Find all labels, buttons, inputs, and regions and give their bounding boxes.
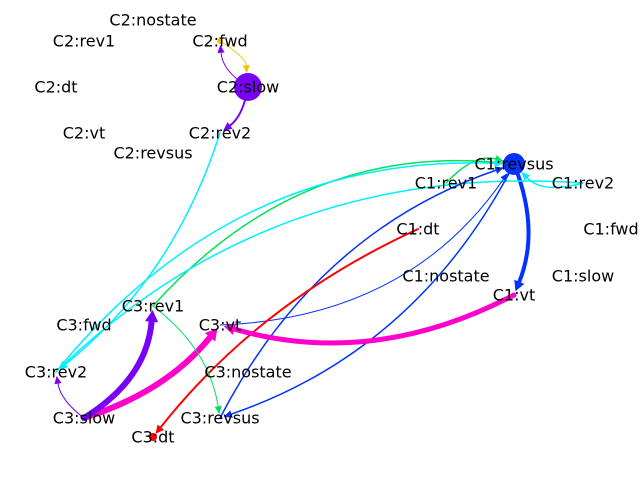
edge-arrowhead [223, 122, 233, 131]
node-label-c2-revsus: C2:revsus [113, 144, 192, 163]
edge-arrowhead [204, 328, 218, 342]
edge-line [64, 180, 584, 365]
edge-arrowhead [58, 360, 68, 370]
node-marker-c1-revsus [503, 153, 525, 175]
edge-line [512, 162, 531, 284]
edge-line [219, 169, 497, 419]
edge-line [64, 132, 221, 366]
edge-line [219, 178, 504, 326]
node-label-c1-rev2: C1:rev2 [552, 174, 614, 193]
edge-line [57, 383, 85, 419]
node-label-c1-dt: C1:dt [396, 220, 439, 239]
edge-c1-vt-to-c3-vt [223, 292, 517, 346]
node-label-c2-rev2: C2:rev2 [189, 124, 251, 143]
node-label-c2-dt: C2:dt [34, 78, 77, 97]
node-label-c2-slow: C2:slow [217, 78, 279, 97]
node-label-c2-rev1: C2:rev1 [53, 32, 115, 51]
edge-c2-fwd-to-c2-slow [219, 40, 250, 74]
edge-c1-dt-to-c3-dt [155, 228, 419, 434]
edge-c3-rev2-to-c1-revsus [55, 159, 504, 373]
edge-c1-revsus-to-c3-revsus [223, 163, 515, 418]
node-label-c3-rev1: C3:rev1 [122, 297, 184, 316]
edge-arrowhead [223, 323, 237, 335]
edge-line [230, 163, 515, 415]
edge-line [55, 162, 496, 373]
edge-line [152, 305, 219, 407]
edge-arrowhead [494, 159, 504, 168]
node-label-c1-slow: C1:slow [552, 267, 614, 286]
edge-c3-slow-to-c3-rev1 [81, 309, 159, 421]
edge-arrowhead [145, 309, 159, 323]
edge-c3-revsus-to-c1-revsus [219, 166, 504, 419]
edge-layer [54, 40, 584, 434]
edge-c3-slow-to-c3-rev2 [54, 375, 85, 419]
edge-c1-revsus-to-c1-vt [512, 162, 531, 292]
node-label-c2-fwd: C2:fwd [192, 32, 247, 51]
edge-line [81, 334, 214, 421]
node-label-c3-dt: C3:dt [131, 428, 174, 447]
node-marker-c3-dt [149, 433, 157, 441]
edge-arrowhead [521, 171, 531, 181]
edge-arrowhead [54, 375, 62, 385]
node-label-c3-slow: C3:slow [53, 409, 115, 428]
edge-c3-slow-to-c3-vt [81, 328, 218, 421]
edge-c1-rev2-to-c3-rev2 [58, 180, 584, 370]
node-label-c3-nostate: C3:nostate [204, 363, 291, 382]
edge-arrowhead [223, 410, 233, 418]
edge-line [219, 40, 247, 66]
edge-line [159, 228, 419, 429]
node-label-c1-nostate: C1:nostate [402, 267, 489, 286]
edge-line [81, 318, 155, 421]
edge-arrowhead [214, 405, 222, 415]
node-label-c2-nostate: C2:nostate [109, 11, 196, 30]
node-label-c3-revsus: C3:revsus [180, 409, 259, 428]
node-marker-c2-slow [234, 73, 262, 101]
edge-line [152, 159, 496, 307]
node-label-c2-vt: C2:vt [63, 124, 105, 143]
node-layer [149, 38, 525, 441]
edge-arrowhead [242, 64, 250, 74]
node-label-c1-vt: C1:vt [493, 286, 535, 305]
edge-arrowhead [217, 44, 225, 54]
node-label-c1-revsus: C1:revsus [474, 155, 553, 174]
node-label-c3-vt: C3:vt [199, 316, 241, 335]
edge-arrowhead [155, 424, 165, 434]
node-label-c1-fwd: C1:fwd [583, 220, 638, 239]
node-label-c1-rev1: C1:rev1 [415, 174, 477, 193]
edge-c3-rev1-to-c3-revsus [152, 305, 222, 415]
node-marker-c2-fwd [217, 38, 223, 44]
edge-line [445, 157, 497, 184]
node-label-c3-fwd: C3:fwd [56, 316, 111, 335]
edge-arrowhead [514, 279, 525, 292]
edge-line [231, 292, 517, 346]
edge-c3-vt-to-c1-revsus [219, 173, 508, 326]
edge-arrowhead [494, 166, 504, 174]
node-label-c3-rev2: C3:rev2 [25, 363, 87, 382]
